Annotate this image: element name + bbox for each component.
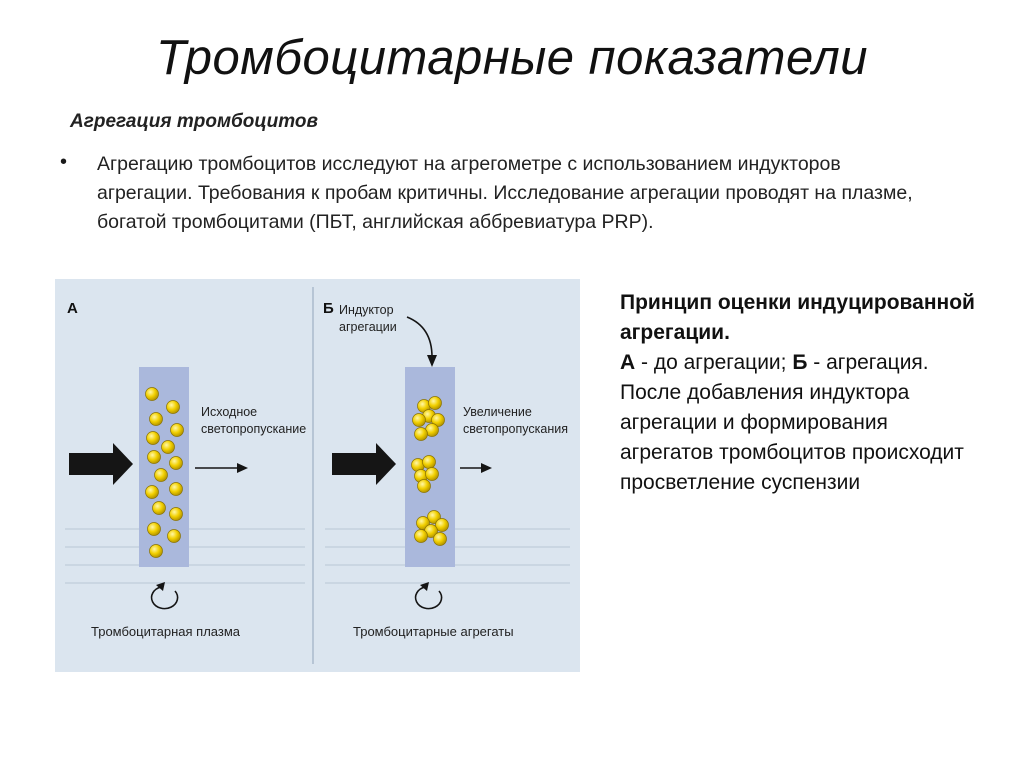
a-caption: Тромбоцитарная плазма (91, 624, 241, 639)
light-arrow-b (332, 443, 396, 485)
stir-icon-a (152, 582, 178, 609)
inductor-arrow (407, 317, 437, 367)
principle-heading: Принцип оценки индуцированной агрегации. (620, 288, 980, 348)
b-label-line1: Увеличение (463, 405, 532, 419)
label-b: Б (792, 351, 807, 374)
b-label-line2: светопропускания (463, 422, 568, 436)
aggregation-figure: А Исходное светопропускание Тромбоцитарн… (55, 279, 580, 672)
a-label-line2: светопропускание (201, 422, 306, 436)
section-subtitle: Агрегация тромбоцитов (70, 111, 318, 133)
bullet-marker: • (60, 151, 67, 174)
principle-text-block: Принцип оценки индуцированной агрегации.… (620, 288, 980, 498)
principle-body: А - до агрегации; Б - агрегация. После д… (620, 348, 980, 498)
slide-title: Тромбоцитарные показатели (0, 30, 1024, 86)
a-label-line1: Исходное (201, 405, 257, 419)
bullet-paragraph: Агрегацию тромбоцитов исследуют на агрег… (97, 150, 917, 237)
transmitted-light-arrow-b (460, 463, 492, 473)
stir-icon-b (416, 582, 442, 609)
inductor-label-line1: Индуктор (339, 303, 394, 317)
transmitted-light-arrow-a (195, 463, 248, 473)
inductor-label-line2: агрегации (339, 320, 397, 334)
b-caption: Тромбоцитарные агрегаты (353, 624, 514, 639)
label-a-text: - до агрегации; (635, 351, 792, 374)
panel-a-letter: А (67, 300, 78, 317)
panel-b-letter: Б (323, 300, 334, 317)
aggregation-diagram: А Исходное светопропускание Тромбоцитарн… (55, 279, 580, 672)
light-arrow-a (69, 443, 133, 485)
label-a: А (620, 351, 635, 374)
